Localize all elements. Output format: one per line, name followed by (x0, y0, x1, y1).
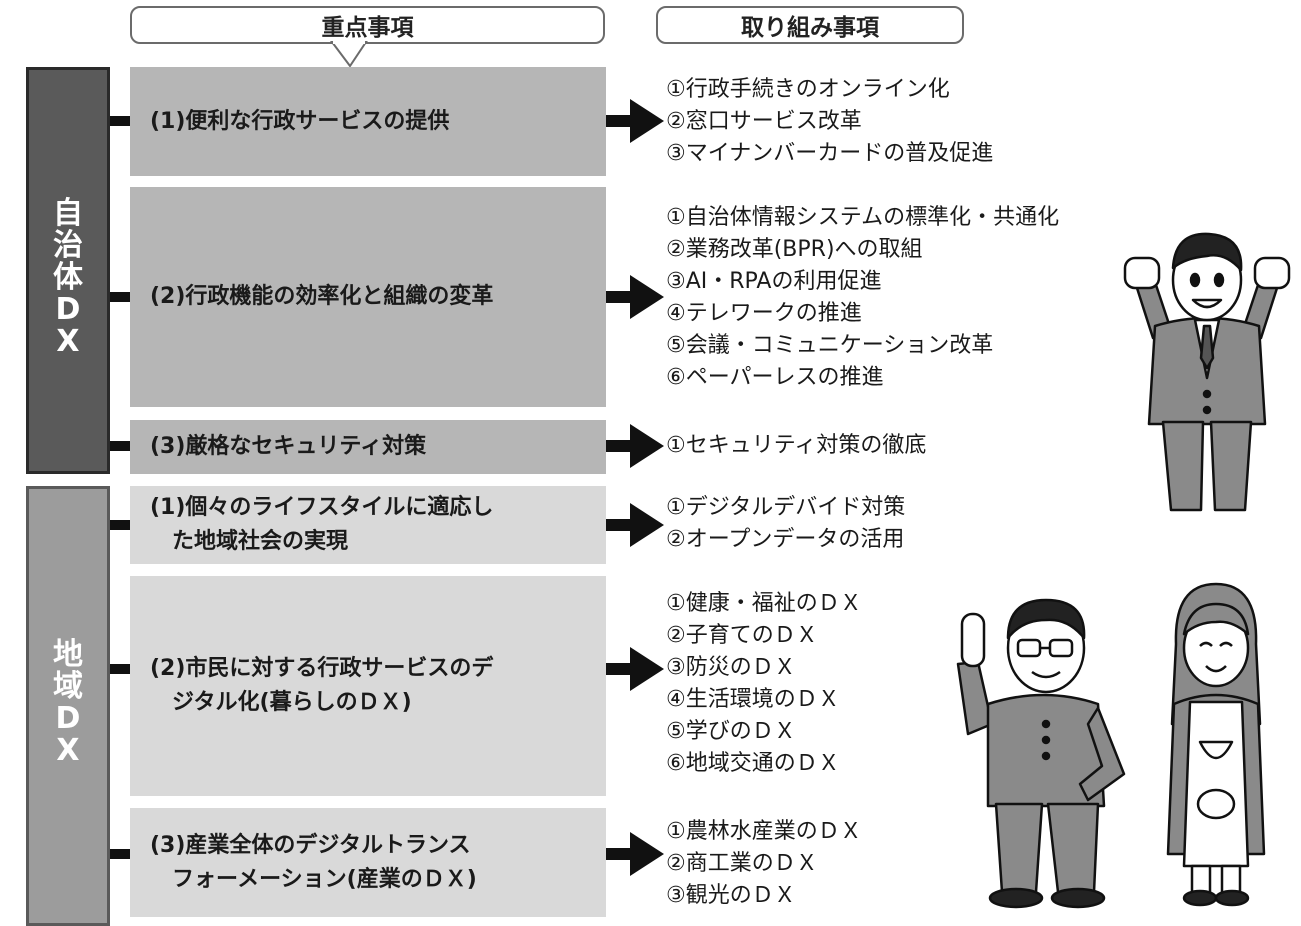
focus-item-title: (3)産業全体のデジタルトランス (150, 832, 471, 858)
action-item: ②商工業のＤＸ (666, 851, 818, 876)
action-item: ⑤学びのＤＸ (666, 719, 796, 744)
focus-item-title: (2)行政機能の効率化と組織の変革 (150, 284, 494, 309)
connector-5 (110, 664, 130, 674)
action-item: ②子育てのＤＸ (666, 623, 818, 648)
action-item: ②窓口サービス改革 (666, 109, 862, 134)
header-callout-focus: 重点事項 (130, 6, 605, 44)
action-item: ①行政手続きのオンライン化 (666, 77, 950, 102)
focus-item-title: (1)便利な行政サービスの提供 (150, 108, 450, 134)
group-bar-jichitai: 自 治 体 D X (26, 67, 110, 474)
arrow-icon (606, 832, 664, 876)
focus-item-efficiency: (2)行政機能の効率化と組織の変革 (130, 187, 606, 407)
focus-item-title-cont: フォーメーション(産業のＤＸ) (172, 866, 477, 892)
action-item: ③観光のＤＸ (666, 883, 796, 908)
focus-item-title: (1)個々のライフスタイルに適応し (150, 495, 494, 520)
focus-item-industry: (3)産業全体のデジタルトランス フォーメーション(産業のＤＸ) (130, 808, 606, 917)
action-item: ④生活環境のＤＸ (666, 687, 840, 712)
action-item: ①セキュリティ対策の徹底 (666, 433, 927, 458)
action-item: ①農林水産業のＤＸ (666, 819, 862, 844)
action-item: ②オープンデータの活用 (666, 527, 905, 552)
focus-item-title-cont: た地域社会の実現 (172, 529, 349, 554)
action-item: ⑥地域交通のＤＸ (666, 751, 840, 776)
header-callout-actions: 取り組み事項 (656, 6, 964, 44)
group-label-chiiki: 地 域 D X (29, 639, 107, 767)
connector-3 (110, 441, 130, 451)
action-list-digitalization: ①健康・福祉のＤＸ ②子育てのＤＸ ③防災のＤＸ ④生活環境のＤＸ ⑤学びのＤＸ… (666, 588, 862, 780)
group-label-jichitai: 自 治 体 D X (29, 198, 107, 358)
action-list-security: ①セキュリティ対策の徹底 (666, 430, 926, 462)
group-label-char: 域 (53, 669, 83, 704)
action-list-efficiency: ①自治体情報システムの標準化・共通化 ②業務改革(BPR)への取組 ③AI・RP… (666, 202, 1059, 394)
arrow-icon (606, 99, 664, 143)
action-item: ④テレワークの推進 (666, 301, 862, 326)
group-label-char: D (55, 292, 81, 327)
arrow-icon (606, 424, 664, 468)
header-focus-label: 重点事項 (321, 15, 414, 41)
action-item: ⑤会議・コミュニケーション改革 (666, 333, 994, 358)
connector-2 (110, 292, 130, 302)
action-item: ②業務改革(BPR)への取組 (666, 237, 923, 262)
action-item: ③防災のＤＸ (666, 655, 796, 680)
callout-tail (330, 41, 368, 68)
focus-item-security: (3)厳格なセキュリティ対策 (130, 420, 606, 474)
connector-1 (110, 116, 130, 126)
woman-apron-illustration (1166, 582, 1266, 907)
action-item: ①健康・福祉のＤＸ (666, 591, 862, 616)
group-label-char: 治 (53, 228, 83, 263)
man-pointing-illustration (956, 598, 1126, 909)
group-label-char: 自 (53, 196, 83, 231)
action-item: ⑥ペーパーレスの推進 (666, 365, 884, 390)
focus-item-title: (2)市民に対する行政サービスのデ (150, 656, 494, 681)
connector-6 (110, 849, 130, 859)
header-actions-label: 取り組み事項 (741, 15, 879, 41)
arrow-icon (606, 503, 664, 547)
group-label-char: X (56, 324, 80, 359)
group-label-char: 地 (53, 637, 83, 672)
focus-item-lifestyle: (1)個々のライフスタイルに適応し た地域社会の実現 (130, 486, 606, 564)
action-list-lifestyle: ①デジタルデバイド対策 ②オープンデータの活用 (666, 492, 905, 556)
group-label-char: 体 (53, 260, 83, 295)
action-item: ①自治体情報システムの標準化・共通化 (666, 205, 1060, 230)
focus-item-admin-service: (1)便利な行政サービスの提供 (130, 67, 606, 176)
focus-item-title: (3)厳格なセキュリティ対策 (150, 434, 427, 459)
action-item: ①デジタルデバイド対策 (666, 495, 906, 520)
action-list-industry: ①農林水産業のＤＸ ②商工業のＤＸ ③観光のＤＸ (666, 816, 862, 912)
group-bar-chiiki: 地 域 D X (26, 486, 110, 926)
focus-item-digitalization: (2)市民に対する行政サービスのデ ジタル化(暮らしのＤＸ) (130, 576, 606, 796)
connector-4 (110, 520, 130, 530)
arrow-icon (606, 275, 664, 319)
group-label-char: D (55, 701, 81, 736)
focus-item-title-cont: ジタル化(暮らしのＤＸ) (172, 690, 412, 715)
group-label-char: X (56, 733, 80, 768)
businessman-illustration (1123, 232, 1291, 512)
action-item: ③マイナンバーカードの普及促進 (666, 141, 994, 166)
action-list-admin-service: ①行政手続きのオンライン化 ②窓口サービス改革 ③マイナンバーカードの普及促進 (666, 74, 993, 170)
arrow-icon (606, 647, 664, 691)
action-item: ③AI・RPAの利用促進 (666, 269, 882, 294)
